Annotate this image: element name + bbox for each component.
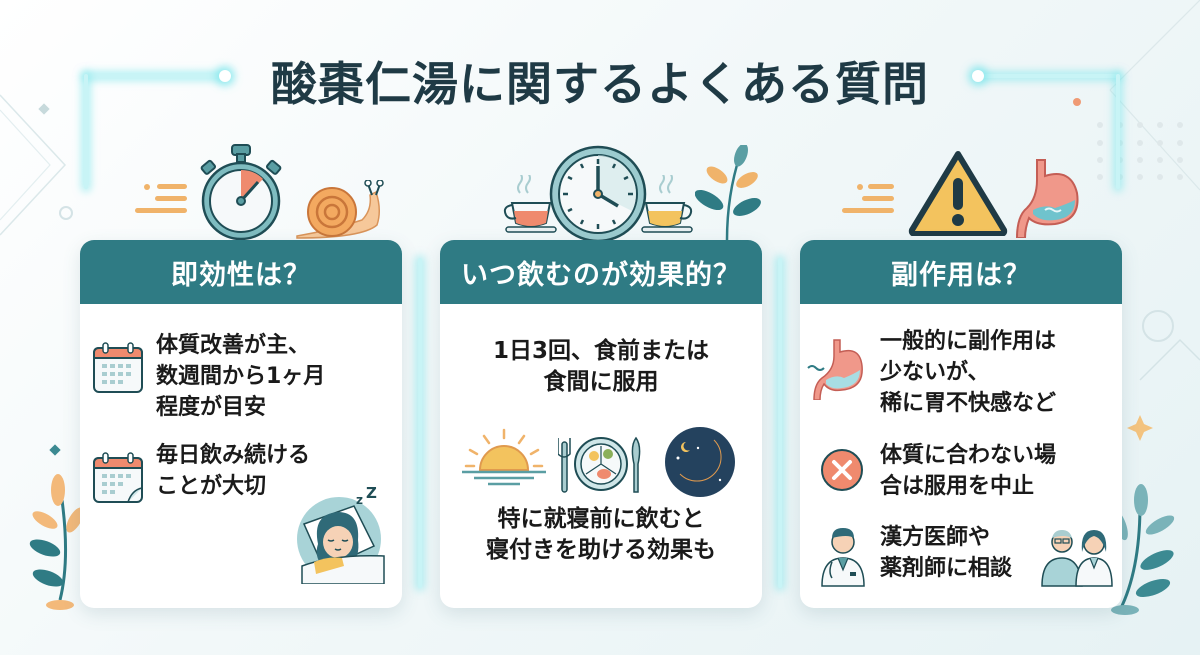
calendar-icon [92, 342, 144, 398]
calendar-icon [92, 452, 144, 508]
snail-icon [292, 179, 387, 244]
tea-cup-icon [640, 172, 700, 239]
answer-text: 体質に合わない場 合は服用を中止 [880, 443, 1057, 499]
answer-text: 漢方医師や 薬剤師に相談 [880, 525, 1013, 581]
faq-card-side-effects: 副作用は？ 一般的に副作用は 少ないが、 稀に胃不快感など 体質に合わない場 合… [800, 240, 1122, 608]
card-heading: いつ飲むのが効果的？ [440, 240, 762, 304]
svg-text:z: z [356, 493, 363, 507]
speed-lines-icon [135, 180, 195, 224]
note-text: 特に就寝前に飲むと 寝付きを助ける効果も [486, 506, 716, 563]
answer-text: 一般的に副作用は 少ないが、 稀に胃不快感など [880, 329, 1057, 416]
sunrise-icon [462, 428, 546, 492]
speed-lines-icon [840, 180, 900, 224]
divider [778, 258, 782, 588]
answer-text: 体質改善が主、 数週間から1ヶ月 程度が目安 [156, 333, 326, 420]
sleeping-woman-icon: z Z [294, 484, 389, 588]
intro-text: 1日3回、食前または 食間に服用 [492, 338, 709, 395]
faq-card-timing: いつ飲むのが効果的？ 1日3回、食前または 食間に服用 [440, 240, 762, 608]
stopwatch-icon [198, 143, 284, 247]
doctor-icon [818, 526, 868, 592]
plant-icon [694, 143, 765, 244]
clock-icon [548, 144, 648, 248]
page-title: 酸棗仁湯に関するよくある質問 [271, 57, 929, 111]
night-moon-icon [664, 426, 736, 502]
faq-card-immediacy: 即効性は？ 体質改善が主、 数週間から1ヶ月 程度が目安 [80, 240, 402, 608]
stomach-icon [806, 338, 866, 404]
pharmacists-icon [1040, 526, 1118, 592]
card-heading: 副作用は？ [800, 240, 1122, 304]
svg-text:Z: Z [366, 484, 377, 502]
stomach-icon [1015, 158, 1085, 242]
tea-cup-icon [500, 172, 560, 239]
divider [418, 258, 422, 588]
card-heading: 即効性は？ [80, 240, 402, 304]
meal-plate-icon [557, 434, 644, 498]
stop-x-icon [820, 448, 864, 496]
answer-text: 毎日飲み続ける ことが大切 [156, 443, 311, 499]
warning-icon [908, 150, 1008, 240]
